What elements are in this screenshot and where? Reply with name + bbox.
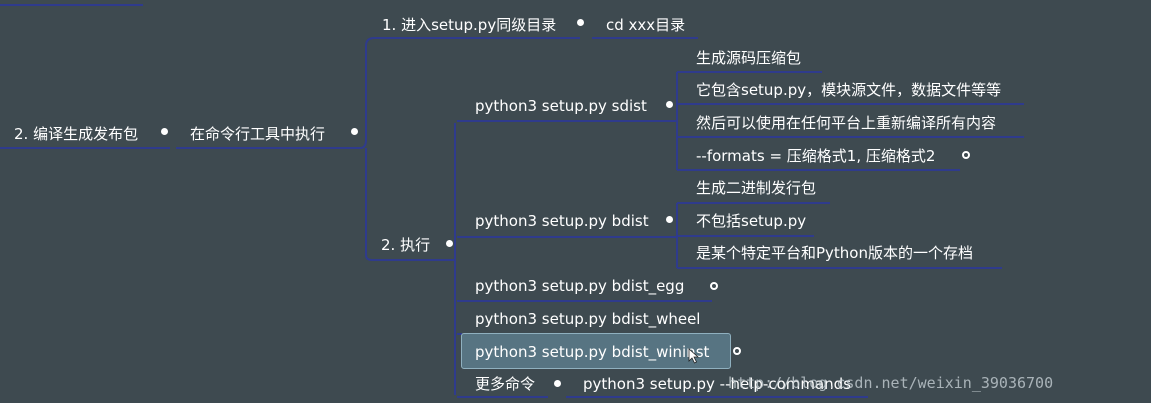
collapsed-marker-icon[interactable] [710, 282, 718, 290]
node-bdist-wininst[interactable]: python3 setup.py bdist_wininst [475, 343, 710, 361]
node-bdist-wheel[interactable]: python3 setup.py bdist_wheel [475, 310, 701, 328]
node-step2[interactable]: 2. 执行 [381, 236, 431, 254]
node-dot[interactable] [577, 19, 584, 26]
node-dot[interactable] [666, 216, 673, 223]
connector-bdist-notes [668, 202, 1002, 269]
connector-exec-children [355, 37, 580, 261]
node-dot[interactable] [161, 128, 168, 135]
connector-step2-children [454, 120, 712, 398]
collapsed-marker-icon[interactable] [962, 151, 970, 159]
node-bdist[interactable]: python3 setup.py bdist [475, 212, 649, 230]
node-step1[interactable]: 1. 进入setup.py同级目录 [382, 16, 557, 34]
note-bdist-1[interactable]: 不包括setup.py [696, 212, 807, 230]
note-sdist-0[interactable]: 生成源码压缩包 [696, 49, 802, 67]
selection-highlight[interactable] [461, 333, 731, 369]
note-bdist-0[interactable]: 生成二进制发行包 [696, 179, 817, 197]
node-dot[interactable] [446, 240, 453, 247]
node-bdist-egg[interactable]: python3 setup.py bdist_egg [475, 277, 685, 295]
collapsed-marker-icon[interactable] [733, 347, 741, 355]
node-dot[interactable] [666, 101, 673, 108]
node-cd-dir[interactable]: cd xxx目录 [606, 16, 686, 34]
watermark: http://blog.csdn.net/weixin_39036700 [728, 374, 1054, 392]
node-more-commands[interactable]: 更多命令 [475, 375, 536, 393]
node-dot[interactable] [554, 380, 561, 387]
node-help-commands[interactable]: python3 setup.py --help-commands [583, 375, 852, 393]
node-sdist[interactable]: python3 setup.py sdist [475, 97, 647, 115]
note-sdist-3[interactable]: --formats = 压缩格式1, 压缩格式2 [696, 147, 936, 165]
note-bdist-2[interactable]: 是某个特定平台和Python版本的一个存档 [696, 244, 973, 262]
node-dot[interactable] [351, 128, 358, 135]
connector-sdist-notes [668, 71, 1024, 171]
node-exec-in-cli[interactable]: 在命令行工具中执行 [190, 125, 326, 143]
mouse-cursor-icon [688, 348, 700, 364]
note-sdist-1[interactable]: 它包含setup.py，模块源文件，数据文件等等 [696, 81, 1002, 99]
note-sdist-2[interactable]: 然后可以使用在任何平台上重新编译所有内容 [696, 114, 997, 132]
node-section-publish[interactable]: 2. 编译生成发布包 [14, 125, 139, 143]
